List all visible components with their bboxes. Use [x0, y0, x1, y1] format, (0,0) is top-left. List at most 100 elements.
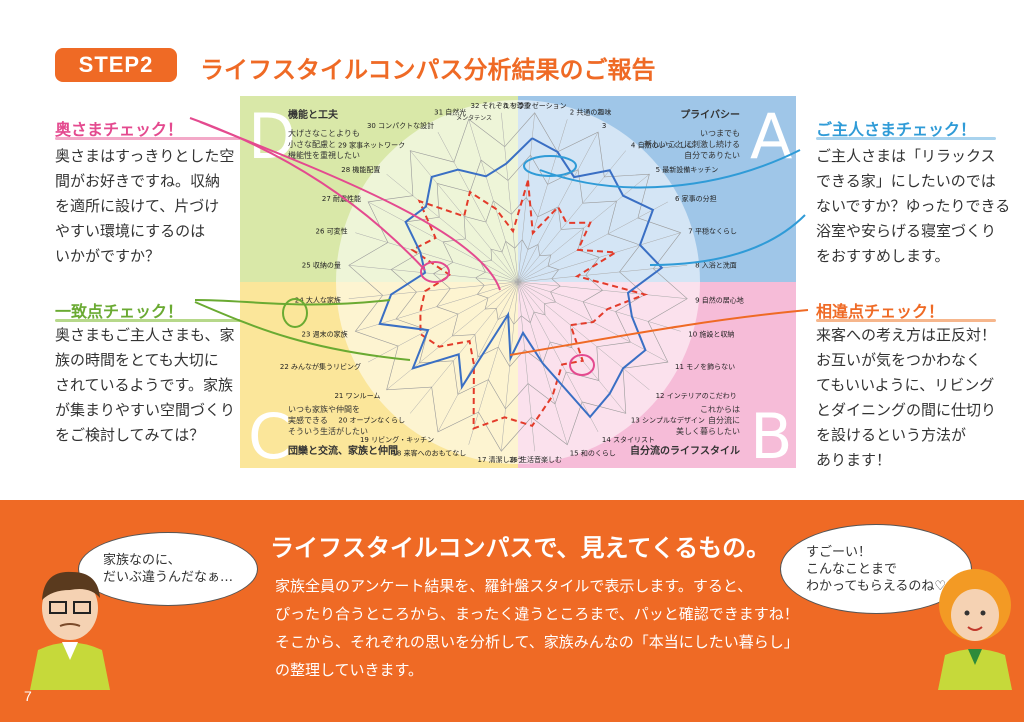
- axis-label-30: 30 コンパクトな設計: [367, 121, 434, 130]
- compass-spoke: [501, 112, 519, 283]
- difference-check-text: 来客への考え方は正反対！ お互いが気をつかわなく てもいいように、リビング とダ…: [816, 326, 997, 469]
- wife-series-line: [410, 180, 649, 430]
- axis-label-2: 2 共通の趣味: [570, 108, 612, 117]
- compass-spoke: [517, 265, 688, 283]
- quadrant-desc-line: 新しいことに刺激し続ける: [644, 139, 740, 149]
- compass-spoke: [517, 281, 650, 390]
- wife-check-underline: [55, 137, 245, 140]
- wife-check-heading: 奥さまチェック！: [55, 120, 184, 139]
- quadrant-b-letter: B: [750, 400, 793, 468]
- compass-spoke: [468, 119, 519, 283]
- quadrant-c-title: 団欒と交流、家族と仲間: [288, 444, 398, 457]
- axis-label-10: 10 施設と収納: [688, 330, 734, 339]
- compass-spoke: [517, 150, 626, 283]
- axis-label-15: 15 和のくらし: [570, 448, 616, 457]
- match-check-underline: [55, 319, 245, 322]
- quadrant-desc-line: 小さな配慮と: [288, 139, 336, 149]
- compass-spoke: [517, 201, 669, 283]
- axis-label-11: 11 モノを飾らない: [675, 362, 735, 371]
- quadrant-desc-line: そういう生活がしたい: [288, 426, 368, 436]
- compass-spoke: [517, 281, 535, 452]
- difference-check-underline: [816, 319, 996, 322]
- axis-label-22: 22 みんなが集うリビング: [280, 362, 361, 371]
- quadrant-desc-line: 自分でありたい: [684, 150, 740, 160]
- compass-spoke: [367, 201, 519, 283]
- axis-label-27: 27 耐震性能: [322, 194, 361, 203]
- axis-label-6: 6 家事の分担: [675, 194, 717, 203]
- axis-label-28: 28 機能配置: [341, 165, 380, 174]
- axis-label-24: 24 大人な家族: [295, 295, 341, 304]
- husband-check-heading: ご主人さまチェック！: [816, 120, 977, 139]
- axis-label-3: 3: [602, 122, 606, 130]
- speech-bubble-wife: すごーい！ こんなことまで わかってもらえるのね♡: [780, 524, 972, 614]
- axis-label-8: 8 入浴と洗面: [695, 261, 737, 270]
- compass-spoke: [517, 281, 681, 332]
- quadrant-desc-line: 実感できる: [288, 415, 328, 425]
- speech-bubble-husband: 家族なのに、 だいぶ違うんだなぁ…: [78, 532, 258, 606]
- quadrant-desc-line: 自分流に: [708, 415, 740, 425]
- annotation-arrows: [189, 117, 809, 376]
- axis-label-17: 17 清潔しあう: [478, 455, 524, 464]
- difference-check-heading: 相違点チェック！: [816, 302, 945, 321]
- compass-spoke: [517, 112, 535, 283]
- quadrant-desc-line: これからは: [700, 405, 740, 414]
- bottom-body: 家族全員のアンケート結果を、羅針盤スタイルで表示します。すると、 ぴったり合うと…: [275, 577, 799, 679]
- compass-spoke: [437, 281, 519, 433]
- quadrant-desc-line: 大げさなことよりも: [288, 128, 360, 138]
- quadrant-a-title: プライバシー: [680, 108, 740, 121]
- compass-spoke: [517, 174, 650, 283]
- axis-label-31: 31 自然光: [434, 108, 466, 117]
- axis-label-16: 16 生活音楽しむ: [509, 455, 562, 464]
- compass-spoke: [348, 281, 519, 299]
- axis-label-32: 32 それぞれを尊重: [471, 101, 531, 110]
- compass-spoke: [410, 281, 519, 414]
- quadrant-desc-line: 機能性を重視したい: [288, 150, 360, 160]
- axis-label-20: 20 オープンなくらし: [338, 417, 405, 425]
- axis-label-21: 21 ワンルーム: [334, 392, 380, 400]
- quadrant-b-title: 自分流のライフスタイル: [630, 444, 740, 457]
- compass-spoke: [367, 281, 519, 363]
- axis-label-12: 12 インテリアのこだわり: [656, 392, 737, 400]
- wife-character-illustration: [938, 569, 1012, 690]
- page-number: 7: [24, 688, 32, 704]
- compass-spoke: [517, 119, 568, 283]
- axis-label-19: 19 リビング・キッチン: [360, 435, 434, 444]
- quadrant-d-letter: D: [248, 100, 296, 173]
- quadrant-desc-line: 美しく暮らしたい: [676, 426, 740, 436]
- compass-spoke: [355, 281, 519, 332]
- axis-label-25: 25 収納の量: [302, 261, 341, 270]
- quadrant-desc-line: いつまでも: [700, 129, 740, 138]
- axis-label-1: 1 リラクゼーション: [504, 101, 567, 110]
- quadrant-c-letter: C: [248, 400, 291, 468]
- husband-check-underline: [816, 137, 996, 140]
- page-title: ライフスタイルコンパス分析結果のご報告: [200, 56, 656, 84]
- compass-spoke: [517, 281, 688, 299]
- axis-label-5: 5 最新設備キッチン: [656, 165, 719, 174]
- axis-label-23: 23 週末の家族: [302, 330, 348, 339]
- match-check-text: 奥さまもご主人さまも、家 族の時間をとても大切に されているようです。家族 が集…: [55, 326, 236, 444]
- axis-label-7: 7 平穏なくらし: [688, 226, 737, 235]
- step-badge: STEP2: [55, 48, 177, 82]
- compass-spoke: [468, 281, 519, 445]
- wife-check-text: 奥さまはすっきりとした空 間がお好きですね。収納 を適所に設けて、片づけ やすい…: [55, 147, 235, 265]
- extra-axis-label: メンタテンス: [456, 114, 492, 122]
- axis-label-18: 18 来客へのおもてなし: [392, 448, 466, 457]
- compass-spoke: [386, 174, 519, 283]
- quadrant-d-title: 機能と工夫: [288, 108, 339, 121]
- axis-label-9: 9 自然の居心地: [695, 295, 744, 304]
- compass-spoke: [386, 281, 519, 390]
- bottom-title: ライフスタイルコンパスで、見えてくるもの。: [270, 534, 771, 562]
- compass-spoke: [348, 265, 519, 283]
- husband-check-text: ご主人さまは「リラックス できる家」にしたいのでは ないですか？ゆったりできる …: [816, 147, 1011, 265]
- compass-spoke: [517, 131, 599, 283]
- husband-series-line: [378, 137, 664, 419]
- compass-spoke: [501, 281, 519, 452]
- compass-spoke: [437, 131, 519, 283]
- quadrant-a-letter: A: [750, 100, 792, 173]
- axis-label-14: 14 スタイリスト: [602, 435, 655, 444]
- axis-label-4: 4 自然のいつくしむ: [631, 140, 694, 149]
- quadrant-desc-line: いつも家族や仲間を: [288, 404, 360, 414]
